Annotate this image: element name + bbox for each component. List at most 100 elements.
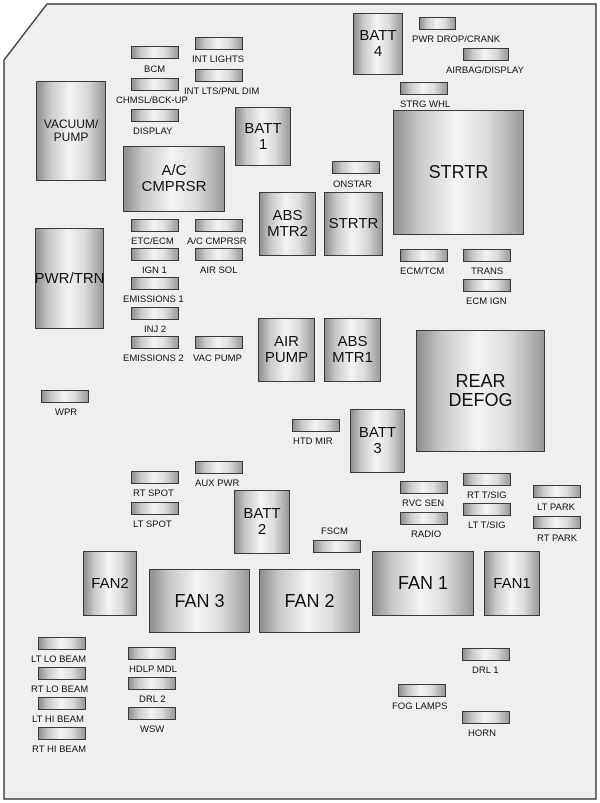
fuse-htd-mir[interactable] xyxy=(292,419,340,432)
label-chmsl-bck-up: CHMSL/BCK-UP xyxy=(116,95,188,106)
label-rt-t-sig: RT T/SIG xyxy=(467,490,507,501)
label-drl2: DRL 2 xyxy=(139,694,166,705)
fuse-lt-t-sig[interactable] xyxy=(463,503,511,516)
label-int-lights: INT LIGHTS xyxy=(192,54,245,65)
fuse-airbag-display[interactable] xyxy=(463,48,509,61)
fuse-ac-cmprsr[interactable] xyxy=(195,219,243,232)
label-display: DISPLAY xyxy=(133,126,173,137)
fuse-wsw[interactable] xyxy=(128,707,176,720)
label-lt-hi-beam: LT HI BEAM xyxy=(32,714,84,725)
batt2-relay[interactable]: BATT 2 xyxy=(234,490,290,554)
fuse-trans[interactable] xyxy=(463,249,511,262)
strtr-large-relay[interactable]: STRTR xyxy=(393,110,524,235)
label-onstar: ONSTAR xyxy=(333,179,372,190)
fuse-chmsl-bck-up[interactable] xyxy=(131,78,179,91)
batt4-relay[interactable]: BATT 4 xyxy=(353,13,403,75)
label-rvc-sen: RVC SEN xyxy=(402,498,445,509)
label-ecm-tcm: ECM/TCM xyxy=(400,266,445,277)
label-drl1: DRL 1 xyxy=(472,665,499,676)
fuse-rt-t-sig[interactable] xyxy=(463,473,511,486)
fuse-fog-lamps[interactable] xyxy=(398,684,446,697)
fuse-pwr-drop-crank[interactable] xyxy=(419,17,456,30)
pwr-trn-relay[interactable]: PWR/TRN xyxy=(35,228,105,329)
label-pwr-drop-crank: PWR DROP/CRANK xyxy=(412,34,501,45)
fan1-relay[interactable]: FAN 1 xyxy=(372,551,474,616)
ac-cmprsr-relay[interactable]: A/C CMPRSR xyxy=(123,146,225,212)
fuse-bcm[interactable] xyxy=(131,46,179,59)
label-vac-pump: VAC PUMP xyxy=(193,353,242,364)
label-wsw: WSW xyxy=(140,724,165,735)
fuse-hdlp-mdl[interactable] xyxy=(128,647,176,660)
fuse-ecm-tcm[interactable] xyxy=(400,249,448,262)
label-emissions2: EMISSIONS 2 xyxy=(123,353,184,364)
label-lt-spot: LT SPOT xyxy=(133,519,172,530)
label-emissions1: EMISSIONS 1 xyxy=(123,294,184,305)
fan1-small-relay[interactable]: FAN1 xyxy=(484,551,540,616)
label-bcm: BCM xyxy=(144,64,166,75)
label-htd-mir: HTD MIR xyxy=(293,436,333,447)
label-lt-lo-beam: LT LO BEAM xyxy=(31,654,87,665)
fuse-ecm-ign[interactable] xyxy=(463,279,511,292)
air-pump-relay[interactable]: AIR PUMP xyxy=(258,318,315,382)
fuse-rt-lo-beam[interactable] xyxy=(38,667,86,680)
fan2-small-relay[interactable]: FAN2 xyxy=(83,551,137,616)
fuse-emissions1[interactable] xyxy=(131,277,179,290)
label-ac-cmprsr: A/C CMPRSR xyxy=(187,236,247,247)
fuse-radio[interactable] xyxy=(400,512,448,525)
batt3-relay[interactable]: BATT 3 xyxy=(350,409,405,473)
fuse-horn[interactable] xyxy=(462,711,510,724)
fuse-display[interactable] xyxy=(131,109,179,122)
label-lt-t-sig: LT T/SIG xyxy=(468,520,506,531)
label-ign1: IGN 1 xyxy=(142,265,167,276)
fuse-ign1[interactable] xyxy=(131,248,179,261)
label-inj2: INJ 2 xyxy=(144,324,167,335)
label-air-sol: AIR SOL xyxy=(200,265,238,276)
vacuum-pump-relay[interactable]: VACUUM/ PUMP xyxy=(36,81,106,181)
label-trans: TRANS xyxy=(471,266,504,277)
label-hdlp-mdl: HDLP MDL xyxy=(129,664,177,675)
label-rt-hi-beam: RT HI BEAM xyxy=(32,744,87,755)
fuse-lt-park[interactable] xyxy=(533,485,581,498)
fuse-aux-pwr[interactable] xyxy=(195,461,243,474)
fuse-etc-ecm[interactable] xyxy=(131,219,179,232)
fuse-vac-pump[interactable] xyxy=(195,336,243,349)
fan3-relay[interactable]: FAN 3 xyxy=(149,569,250,633)
rear-defog-relay[interactable]: REAR DEFOG xyxy=(416,330,545,452)
fuse-lt-lo-beam[interactable] xyxy=(38,637,86,650)
fuse-air-sol[interactable] xyxy=(195,248,243,261)
fuse-rvc-sen[interactable] xyxy=(400,481,448,494)
label-lt-park: LT PARK xyxy=(537,502,576,513)
label-int-lts-pnl-dim: INT LTS/PNL DIM xyxy=(184,86,260,97)
fuse-int-lights[interactable] xyxy=(195,37,243,50)
fuse-int-lts-pnl-dim[interactable] xyxy=(195,69,243,82)
label-radio: RADIO xyxy=(411,529,442,540)
label-airbag-display: AIRBAG/DISPLAY xyxy=(446,65,524,76)
label-etc-ecm: ETC/ECM xyxy=(131,236,174,247)
fuse-fscm[interactable] xyxy=(313,540,361,553)
strtr-relay[interactable]: STRTR xyxy=(324,192,383,256)
label-rt-spot: RT SPOT xyxy=(133,488,174,499)
label-horn: HORN xyxy=(468,728,496,739)
fuse-emissions2[interactable] xyxy=(131,336,179,349)
fuse-onstar[interactable] xyxy=(332,161,380,174)
fuse-drl2[interactable] xyxy=(128,677,176,690)
fuse-inj2[interactable] xyxy=(131,307,179,320)
batt1-relay[interactable]: BATT 1 xyxy=(235,107,291,166)
fuse-rt-hi-beam[interactable] xyxy=(38,727,86,740)
abs-mtr2-relay[interactable]: ABS MTR2 xyxy=(259,192,316,256)
label-aux-pwr: AUX PWR xyxy=(195,478,240,489)
fuse-rt-park[interactable] xyxy=(533,516,581,529)
label-rt-lo-beam: RT LO BEAM xyxy=(31,684,89,695)
fuse-lt-hi-beam[interactable] xyxy=(38,697,86,710)
label-wpr: WPR xyxy=(55,407,78,418)
label-rt-park: RT PARK xyxy=(537,533,578,544)
fuse-rt-spot[interactable] xyxy=(131,471,179,484)
fuse-drl1[interactable] xyxy=(462,648,510,661)
fuse-lt-spot[interactable] xyxy=(131,502,179,515)
fuse-wpr[interactable] xyxy=(41,390,89,403)
abs-mtr1-relay[interactable]: ABS MTR1 xyxy=(324,318,381,382)
fuse-strg-whl[interactable] xyxy=(400,82,448,95)
label-strg-whl: STRG WHL xyxy=(400,99,451,110)
fan2-relay[interactable]: FAN 2 xyxy=(259,569,360,633)
